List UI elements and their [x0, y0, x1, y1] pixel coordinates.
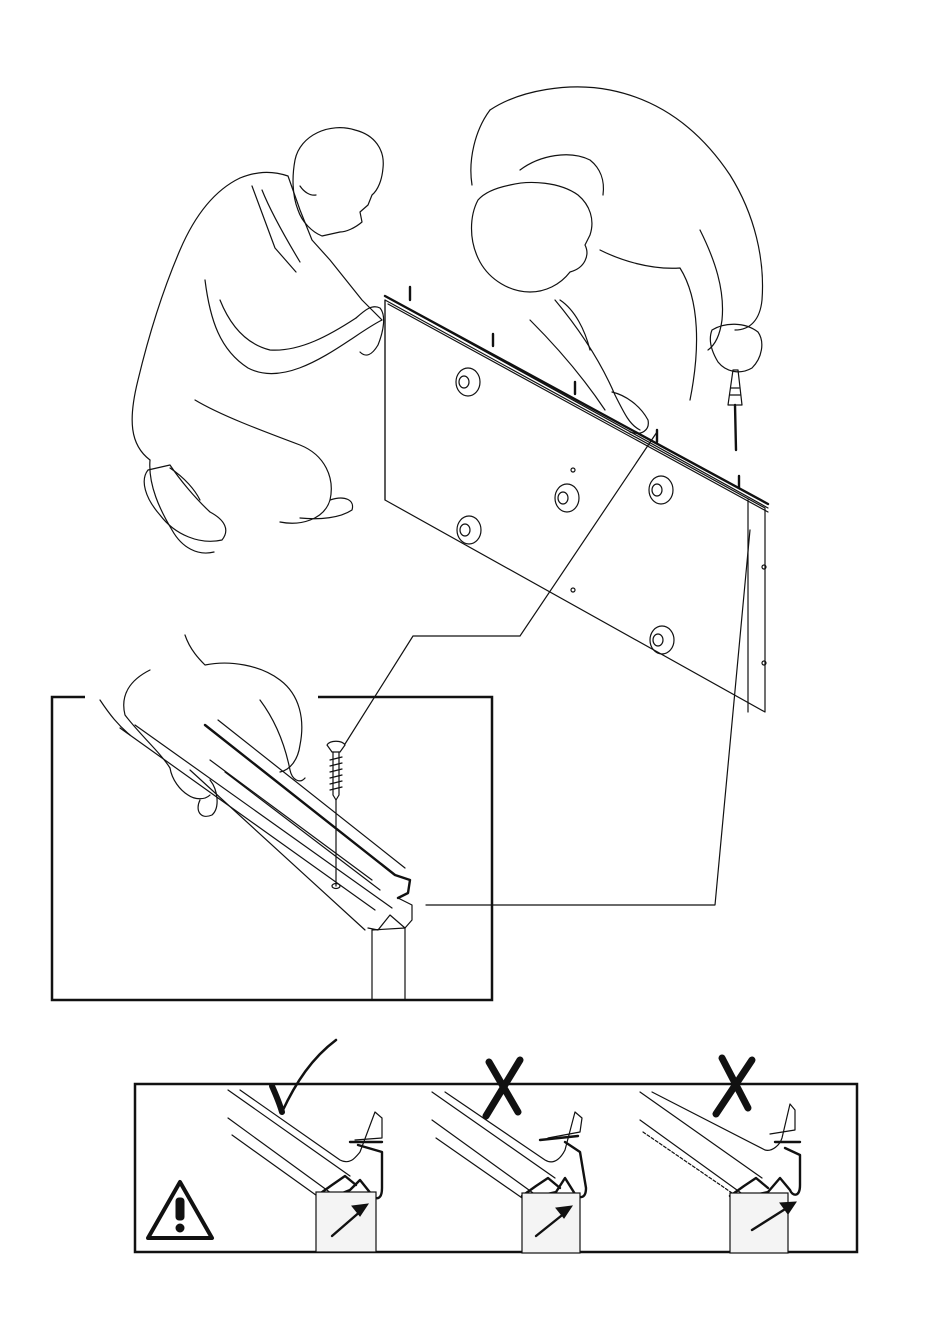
kneeling-worker: [132, 128, 383, 553]
cross-icon: [716, 1058, 752, 1114]
rail-screws: [410, 287, 739, 488]
panel: [345, 287, 768, 905]
leader-line-rail: [426, 530, 750, 905]
variant-wrong-2: [640, 1058, 800, 1253]
panel-knobs: [456, 368, 766, 665]
warning-triangle-icon: [148, 1182, 212, 1238]
variant-correct: [228, 1040, 382, 1252]
variant-wrong-1: [432, 1060, 586, 1253]
check-icon: [272, 1040, 336, 1112]
detail-inset: [52, 635, 492, 1000]
warning-panel: [135, 1040, 857, 1253]
bending-worker: [471, 87, 763, 450]
screw-detail: [327, 741, 345, 888]
cross-icon: [486, 1060, 520, 1116]
